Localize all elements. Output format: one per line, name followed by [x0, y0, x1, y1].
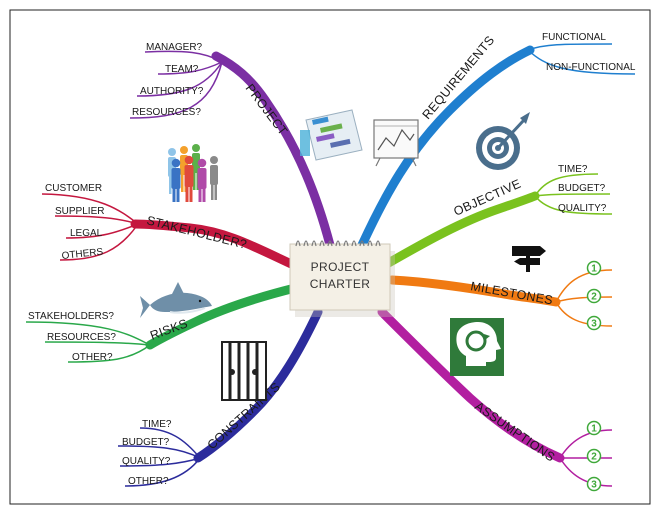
assumption-1-badge: 1 [586, 420, 602, 436]
leaf-project-4: RESOURCES? [132, 107, 201, 118]
branch-stakeholder: STAKEHOLDER? CUSTOMER SUPPLIER LEGAL OTH… [41, 183, 305, 273]
chart-board-icon [373, 119, 419, 167]
leaf-constraints-4: OTHER? [128, 476, 169, 487]
milestone-2-number: 2 [591, 292, 597, 303]
milestone-1-number: 1 [591, 264, 597, 275]
leaf-project-1: MANAGER? [146, 42, 203, 53]
signpost-icon [512, 246, 546, 272]
milestone-3-number: 3 [591, 319, 597, 330]
shark-icon [140, 282, 212, 318]
leaf-constraints-1: TIME? [142, 419, 172, 430]
head-cycle-icon [450, 318, 504, 376]
leaf-project-3: AUTHORITY? [140, 86, 204, 97]
target-icon [476, 112, 530, 170]
assumption-3-number: 3 [591, 480, 597, 491]
leaf-requirements-1: FUNCTIONAL [542, 32, 606, 43]
jail-icon [221, 341, 267, 401]
assumption-2-badge: 2 [586, 448, 602, 464]
milestone-1-badge: 1 [586, 260, 602, 276]
leaf-risks-2: RESOURCES? [47, 332, 116, 343]
spiral-binding [295, 240, 381, 247]
milestone-2-badge: 2 [586, 288, 602, 304]
leaf-constraints-3: QUALITY? [122, 456, 171, 467]
people-icon [168, 144, 218, 202]
assumption-3-badge: 3 [586, 476, 602, 492]
branch-label-project: PROJECT [243, 81, 291, 138]
frame-border [9, 9, 651, 505]
leaf-objective-2: BUDGET? [558, 183, 606, 194]
center-title-line2: CHARTER [310, 277, 371, 291]
leaf-stakeholder-3: LEGAL [70, 228, 103, 239]
leaf-objective-1: TIME? [558, 164, 588, 175]
leaf-stakeholder-1: CUSTOMER [45, 183, 102, 194]
leaf-risks-1: STAKEHOLDERS? [28, 311, 114, 322]
branch-objective: OBJECTIVE TIME? BUDGET? QUALITY? [380, 164, 613, 270]
leaf-constraints-2: BUDGET? [122, 437, 170, 448]
leaf-stakeholder-2: SUPPLIER [55, 206, 104, 217]
assumption-1-number: 1 [591, 424, 597, 435]
center-title-line1: PROJECT [311, 260, 370, 274]
branch-label-milestones: MILESTONES [469, 279, 554, 307]
center-node: PROJECT CHARTER [289, 240, 395, 317]
branch-label-assumptions: ASSUMPTIONS [472, 399, 557, 465]
gantt-chart-icon [300, 109, 363, 161]
leaf-project-2: TEAM? [165, 64, 199, 75]
leaf-requirements-2: NON-FUNCTIONAL [546, 62, 636, 73]
leaf-risks-3: OTHER? [72, 352, 113, 363]
assumption-2-number: 2 [591, 452, 597, 463]
branch-label-stakeholder: STAKEHOLDER? [145, 213, 248, 251]
milestone-3-badge: 3 [586, 315, 602, 331]
leaf-stakeholder-4: OTHERS [61, 247, 104, 262]
branch-constraints: CONSTRAINTS TIME? BUDGET? QUALITY? OTHER… [117, 307, 323, 487]
leaf-objective-3: QUALITY? [558, 203, 607, 214]
